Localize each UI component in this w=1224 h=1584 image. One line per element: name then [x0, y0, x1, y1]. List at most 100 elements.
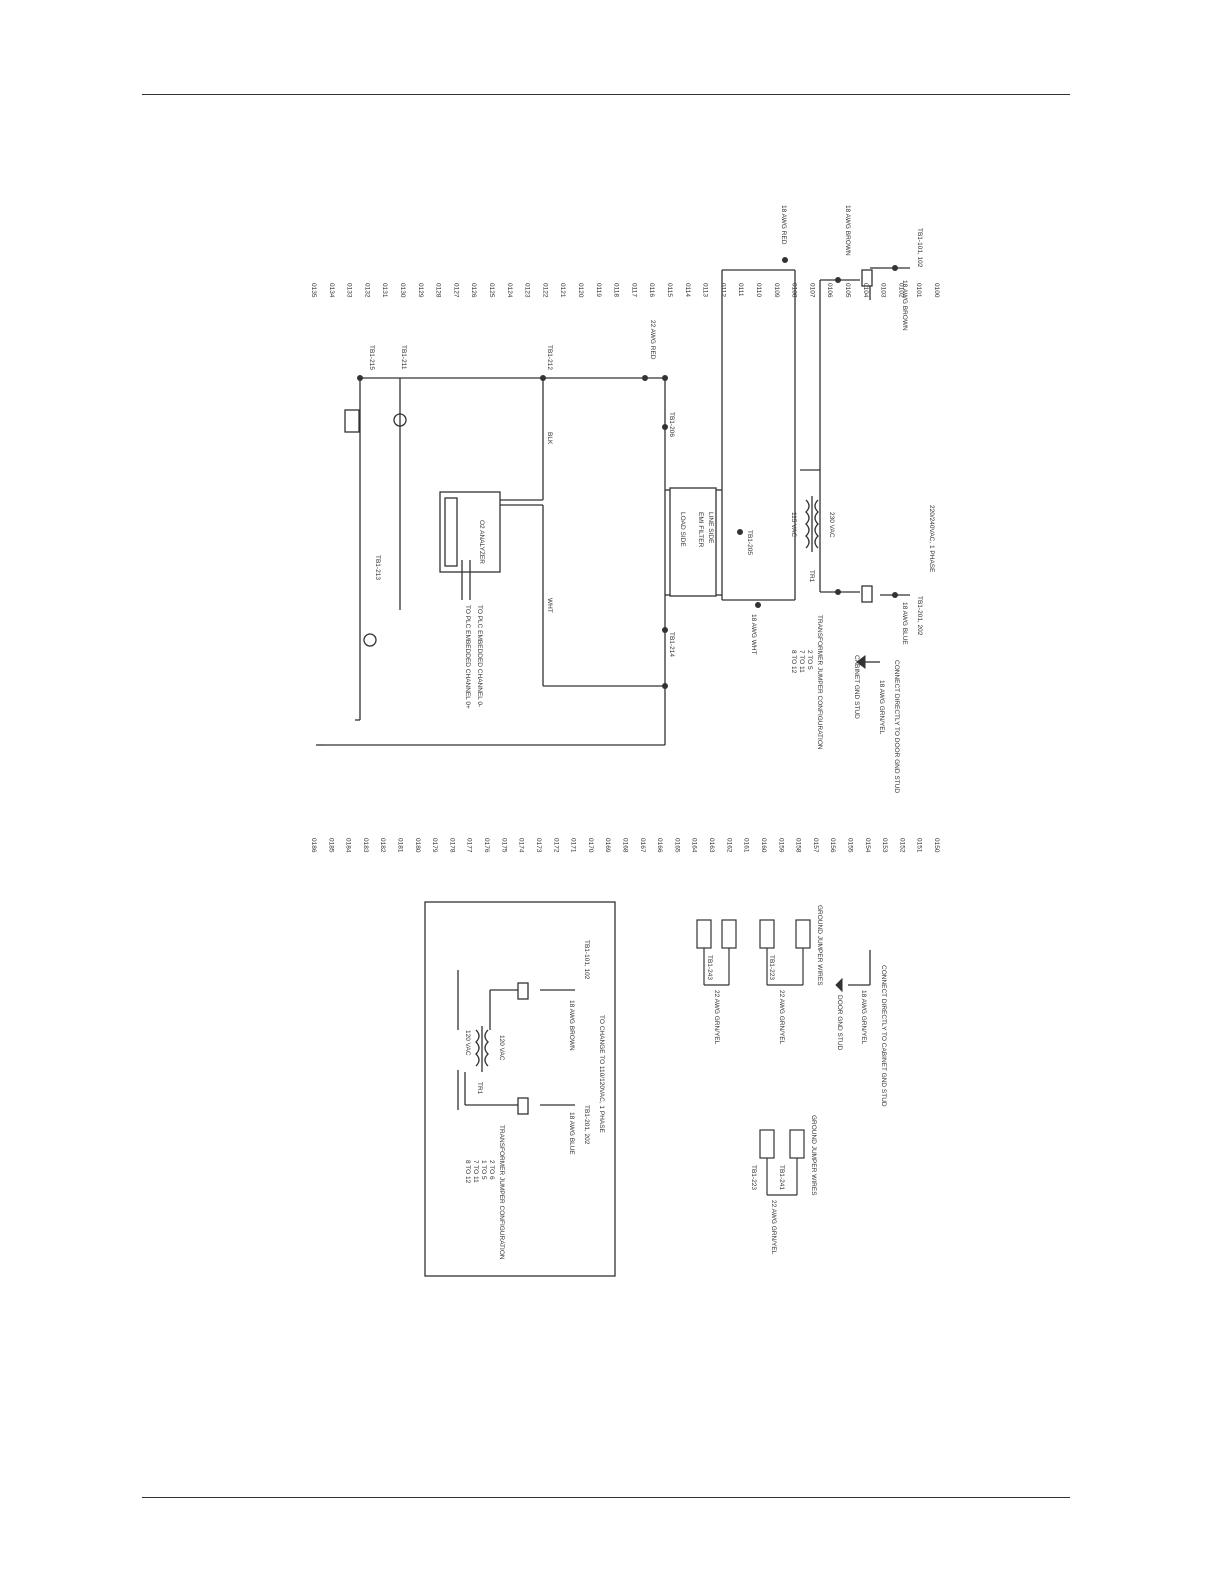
line-reference-number: 0176 [483, 838, 490, 853]
line-reference-number: 0111 [737, 283, 744, 297]
gj2-wire22: 22 AWG GRN/YEL [770, 1200, 777, 1255]
wire-red22-label: 22 AWG RED [649, 320, 656, 360]
line-reference-column-right: 0150015101520153015401550156015701580159… [310, 838, 940, 853]
inset-110vac-box [424, 901, 616, 1277]
line-reference-number: 0121 [559, 283, 566, 298]
inset-vac-120b: 120 VAC [464, 1030, 471, 1056]
line-reference-number: 0167 [639, 838, 646, 853]
blk-label: BLK [546, 432, 553, 445]
line-reference-number: 0119 [595, 283, 602, 297]
line-reference-number: 0169 [604, 838, 611, 853]
line-reference-number: 0152 [898, 838, 905, 853]
wire-blue-label: 18 AWG BLUE [901, 602, 908, 645]
line-reference-number: 0124 [506, 283, 513, 298]
line-reference-number: 0174 [518, 838, 525, 853]
line-reference-number: 0106 [826, 283, 833, 298]
tb1-left-label: TB1-101, 102 [916, 228, 923, 268]
tb1-213-label: TB1-213 [374, 555, 381, 580]
fuse-left [861, 269, 873, 287]
line-reference-number: 0130 [399, 283, 406, 298]
vac-230-label: 230 VAC [828, 512, 835, 538]
line-reference-number: 0165 [673, 838, 680, 853]
line-reference-number: 0129 [417, 283, 424, 298]
line-reference-number: 0164 [691, 838, 698, 853]
footer-rule [142, 1497, 1070, 1498]
inset-tb1-left: TB1-101, 102 [583, 940, 590, 980]
plc-ch-plus-label: TO PLC EMBEDDED CHANNEL 0+ [464, 605, 471, 709]
line-reference-number: 0105 [844, 283, 851, 298]
xfmr-cfg-title: TRANSFORMER JUMPER CONFIGURATION [816, 615, 823, 750]
inset-tr1: TR1 [476, 1082, 483, 1095]
wire-brown2-label: 18 AWG BROWN [844, 205, 851, 256]
wire-grnyel-label: 18 AWG GRN/YEL [878, 680, 885, 735]
line-reference-number: 0179 [431, 838, 438, 853]
line-reference-number: 0154 [864, 838, 871, 853]
wire-wht-label: 18 AWG WHT [750, 614, 757, 655]
line-reference-number: 0116 [648, 283, 655, 297]
inset-cfg-1: 2 TO 6 [488, 1160, 495, 1180]
line-reference-number: 0170 [587, 838, 594, 853]
emi-filter-label: EMI FILTER [697, 512, 704, 548]
line-reference-number: 0156 [829, 838, 836, 853]
wht-label: WHT [546, 598, 553, 613]
line-reference-number: 0101 [915, 283, 922, 298]
gj1-wire22b: 22 AWG GRN/YEL [713, 990, 720, 1045]
inset-cfg-4: 8 TO 12 [464, 1160, 471, 1184]
ground-arrow-main [856, 655, 880, 669]
gj2-jumper-title: GROUND JUMPER WIRES [810, 1115, 817, 1196]
line-reference-number: 0172 [552, 838, 559, 853]
line-reference-number: 0110 [755, 283, 762, 297]
tb1-206-label: TB1-206 [668, 412, 675, 437]
gj1-tb-b: TB1-243 [706, 955, 713, 980]
line-reference-number: 0153 [881, 838, 888, 853]
vac-115-label: 115 VAC [790, 512, 797, 537]
xfmr-cfg-3: 8 TO 12 [790, 650, 797, 674]
inset-cfg-title: TRANSFORMER JUMPER CONFIGURATION [498, 1125, 505, 1260]
inset-wire-blue: 18 AWG BLUE [568, 1112, 575, 1155]
header-rule [142, 94, 1070, 95]
inset-cfg-2: 1 TO 5 [480, 1160, 487, 1180]
tb1-right-label: TB1-201, 202 [916, 596, 923, 636]
line-reference-column-left: 0100010101020103010401050106010701080109… [310, 283, 940, 298]
gj1-title: CONNECT DIRECTLY TO CABINET GND STUD [880, 965, 887, 1107]
line-reference-number: 0132 [363, 283, 370, 298]
line-reference-number: 0151 [916, 838, 923, 853]
line-reference-number: 0181 [397, 838, 404, 853]
wire-brown-label: 18 AWG BROWN [901, 280, 908, 331]
line-reference-number: 0183 [362, 838, 369, 853]
gj1-door: DOOR GND STUD [836, 995, 843, 1051]
line-reference-number: 0160 [760, 838, 767, 853]
line-reference-number: 0159 [777, 838, 784, 853]
line-reference-number: 0184 [345, 838, 352, 853]
gj1-wire22a: 22 AWG GRN/YEL [778, 990, 785, 1045]
line-reference-number: 0103 [880, 283, 887, 298]
tb1-212-label: TB1-212 [546, 345, 553, 370]
line-reference-number: 0178 [448, 838, 455, 853]
line-reference-number: 0127 [452, 283, 459, 298]
inset-wire-brown: 18 AWG BROWN [568, 1000, 575, 1051]
line-reference-number: 0162 [725, 838, 732, 853]
fuse-right [861, 585, 873, 603]
line-reference-number: 0120 [577, 283, 584, 298]
inset-tb1-right: TB1-201, 202 [583, 1105, 590, 1145]
main-schematic [316, 267, 910, 746]
ground-jumpers-section-2 [759, 1129, 805, 1196]
tb1-205-label: TB1-205 [746, 530, 753, 555]
line-reference-number: 0166 [656, 838, 663, 853]
cabinet-gnd-label: CABINET GND STUD [853, 655, 860, 719]
gj1-wire: 18 AWG GRN/YEL [860, 990, 867, 1045]
line-side-label: LINE SIDE [707, 512, 714, 544]
line-reference-number: 0114 [684, 283, 691, 297]
gj2-tb-b: TB1-223 [750, 1165, 757, 1190]
supply-label: 220/240VAC, 1 PHASE [928, 505, 935, 573]
xfmr-cfg-2: 7 TO 11 [798, 650, 805, 673]
line-reference-number: 0173 [535, 838, 542, 853]
line-reference-number: 0118 [613, 283, 620, 297]
line-reference-number: 0168 [622, 838, 629, 853]
line-reference-number: 0104 [862, 283, 869, 298]
line-reference-number: 0186 [310, 838, 317, 853]
line-reference-number: 0113 [702, 283, 709, 297]
line-reference-number: 0134 [328, 283, 335, 298]
line-reference-number: 0171 [570, 838, 577, 853]
